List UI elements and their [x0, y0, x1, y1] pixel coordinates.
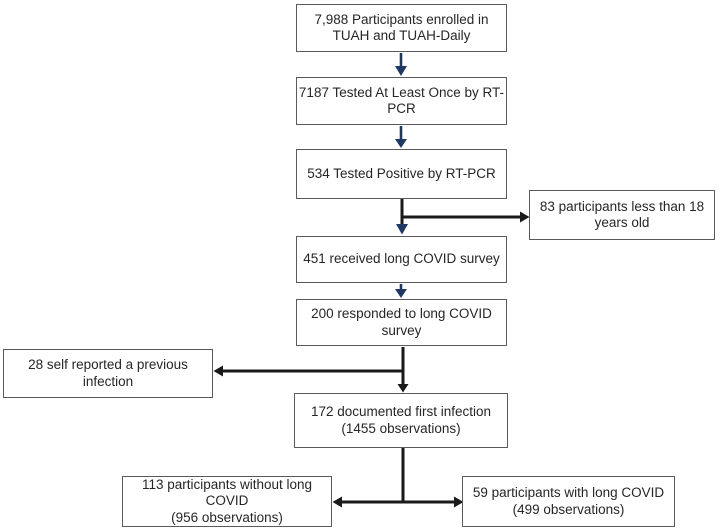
node-enrolled: 7,988 Participants enrolled in TUAH and …: [296, 4, 507, 52]
node-text-line: 59 participants with long COVID: [472, 485, 665, 501]
node-text-line: 534 Tested Positive by RT-PCR: [307, 165, 496, 181]
node-text-line: infection: [82, 373, 134, 389]
node-previous-infection: 28 self reported a previous infection: [3, 349, 213, 398]
node-text-line: years old: [594, 215, 650, 230]
node-under-18: 83 participants less than 18 years old: [529, 190, 715, 240]
node-responded-survey: 200 responded to long COVID survey: [296, 299, 507, 346]
arrowhead-with-long-covid: [454, 496, 464, 508]
arrowhead-tested-once-to-positive: [395, 139, 407, 148]
node-text-line: 7,988 Participants enrolled in: [314, 11, 489, 27]
node-text-line: 113 participants without long: [141, 476, 313, 492]
arrowhead-previous-infection: [213, 365, 223, 377]
node-without-long-covid: 113 participants without long COVID (956…: [122, 476, 332, 527]
node-with-long-covid: 59 participants with long COVID (499 obs…: [462, 476, 675, 527]
arrowhead-first-infection: [397, 384, 409, 393]
node-text-line: TUAH and TUAH-Daily: [332, 28, 471, 43]
node-text-line: 28 self reported a previous: [28, 357, 188, 373]
node-tested-positive: 534 Tested Positive by RT-PCR: [296, 149, 507, 199]
node-text-line: COVID: [205, 493, 249, 509]
arrowhead-under18: [520, 211, 530, 223]
arrowhead-received-survey: [396, 224, 408, 235]
arrowhead-received-to-responded: [395, 289, 407, 298]
node-first-infection: 172 documented first infection (1455 obs…: [294, 393, 508, 448]
node-text-line: survey: [381, 322, 422, 338]
node-received-survey: 451 received long COVID survey: [296, 236, 507, 283]
node-text-line: (956 observations): [171, 509, 283, 525]
node-text-line: 200 responded to long COVID: [311, 306, 492, 322]
node-text-line: PCR: [387, 101, 416, 116]
node-text-line: (1455 observations): [341, 420, 461, 436]
node-text-line: 172 documented first infection: [310, 404, 492, 420]
node-text-line: (499 observations): [512, 501, 625, 517]
arrowhead-without-long-covid: [332, 496, 342, 508]
node-tested-once: 7187 Tested At Least Once by RT- PCR: [296, 77, 507, 125]
node-text-line: 451 received long COVID survey: [303, 251, 500, 267]
node-text-line: 83 participants less than 18: [539, 198, 705, 214]
arrowhead-enrolled-to-tested-once: [395, 66, 407, 76]
node-text-line: 7187 Tested At Least Once by RT-: [298, 84, 505, 100]
